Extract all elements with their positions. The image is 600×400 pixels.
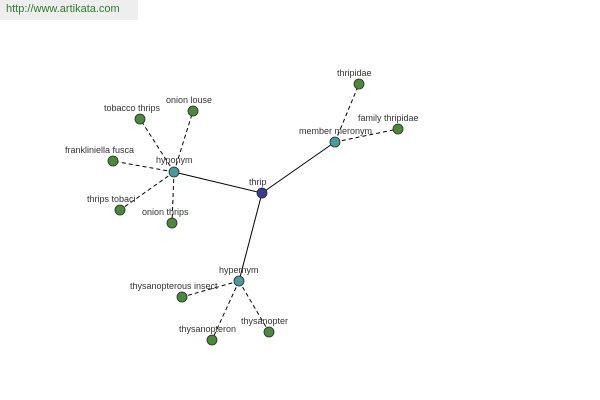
edge-hyponym-to-onion-louse	[173, 110, 194, 173]
edge-hypernym-to-thysanopteron	[211, 280, 240, 341]
node-label-family-thripidae: family thripidae	[358, 113, 419, 123]
edge-member-meronym-to-family-thripidae	[334, 128, 399, 143]
node-thysanopterous-insect[interactable]	[176, 291, 188, 303]
source-url[interactable]: http://www.artikata.com	[0, 0, 138, 20]
node-thripidae[interactable]	[353, 78, 365, 90]
node-label-thrips-tobaci: thrips tobaci	[87, 194, 136, 204]
labels-layer: thrip hyponym member meronym hypernym tobacc…	[65, 68, 419, 334]
node-label-thysanopteron: thysanopteron	[179, 324, 236, 334]
node-onion-thrips[interactable]	[166, 217, 178, 229]
node-label-thripidae: thripidae	[337, 68, 372, 78]
edge-hypernym-to-thysanopterous-insect	[181, 280, 240, 298]
edge-hyponym-to-thrips-tobaci	[119, 171, 175, 211]
edge-member-meronym-to-thripidae	[334, 83, 360, 143]
node-label-member-meronym: member meronym	[299, 126, 372, 136]
edge-thrip-to-hypernym	[238, 192, 263, 282]
node-family-thripidae[interactable]	[392, 123, 404, 135]
node-member-meronym[interactable]	[329, 136, 341, 148]
edge-thrip-to-hyponym	[173, 171, 263, 194]
edge-hyponym-to-frankliniella-fusca	[112, 160, 175, 173]
node-label-hypernym: hypernym	[219, 265, 259, 275]
node-label-thysanopter: thysanopter	[241, 316, 288, 326]
edge-hyponym-to-tobacco-thrips	[139, 118, 175, 173]
node-label-hyponym: hyponym	[156, 155, 193, 165]
node-onion-louse[interactable]	[187, 105, 199, 117]
node-thrip[interactable]	[256, 187, 268, 199]
node-hypernym[interactable]	[233, 275, 245, 287]
node-label-frankliniella-fusca: frankliniella fusca	[65, 145, 134, 155]
node-thysanopter[interactable]	[263, 326, 275, 338]
node-frankliniella-fusca[interactable]	[107, 155, 119, 167]
node-thysanopteron[interactable]	[206, 334, 218, 346]
node-thrips-tobaci[interactable]	[114, 204, 126, 216]
node-tobacco-thrips[interactable]	[134, 113, 146, 125]
edge-hypernym-to-thysanopter	[238, 280, 270, 333]
edge-hyponym-to-onion-thrips	[171, 171, 175, 224]
edges-layer	[112, 83, 399, 341]
node-label-onion-louse: onion louse	[166, 95, 212, 105]
node-label-thrip: thrip	[249, 177, 267, 187]
node-label-tobacco-thrips: tobacco thrips	[104, 103, 161, 113]
node-label-thysanopterous-insect: thysanopterous insect	[130, 281, 218, 291]
edge-thrip-to-member-meronym	[261, 141, 336, 194]
node-hyponym[interactable]	[168, 166, 180, 178]
node-label-onion-thrips: onion thrips	[142, 207, 189, 217]
nodes-layer	[107, 78, 404, 346]
